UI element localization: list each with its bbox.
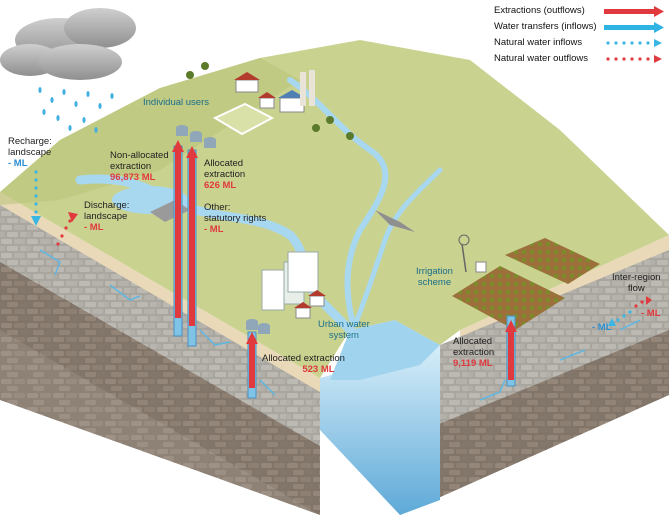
recharge-arrow: [31, 170, 41, 226]
discharge-arrow: [56, 212, 78, 246]
nonallocated-extraction-label: Non-allocated extraction 96,873 ML: [110, 150, 169, 183]
legend-transfer-symbol: [604, 22, 664, 33]
water-tanks-urban: [246, 319, 270, 334]
tributary-north: [287, 77, 389, 323]
individual-users-label: Individual users: [143, 97, 210, 108]
legend-natural-inflows-label: Natural water inflows: [494, 37, 583, 48]
extraction-arrow-626: [186, 146, 198, 326]
inter-region-flow-label: Inter-region flow: [612, 272, 661, 294]
nonallocated-extraction-value: 96,873 ML: [110, 172, 156, 183]
recharge-value: - ML: [8, 158, 28, 169]
allocated-extraction-9119-label: Allocated extraction 9,119 ML: [453, 336, 495, 369]
extraction-arrow-523: [246, 332, 258, 388]
allocated-extraction-626-value: 626 ML: [204, 180, 237, 191]
allocated-extraction-523-label: Allocated extraction 523 ML: [262, 353, 345, 375]
urban-buildings: [261, 251, 326, 319]
river-cross-section: [320, 345, 440, 515]
inter-region-outflow-value: - ML: [641, 308, 661, 319]
statutory-rights-label: Other: statutory rights - ML: [204, 202, 267, 235]
legend-natural-outflows-label: Natural water outflows: [494, 53, 588, 64]
legend-natural-outflow-symbol: [606, 55, 662, 63]
allocated-extraction-9119-value: 9,119 ML: [453, 358, 493, 369]
urban-water-system-label: Urban water system: [318, 319, 370, 341]
allocated-extraction-626-label: Allocated extraction 626 ML: [204, 158, 246, 191]
legend-transfers-label: Water transfers (inflows): [494, 21, 597, 32]
recharge-label: Recharge: landscape - ML: [8, 136, 52, 169]
extraction-arrow-9119: [505, 320, 517, 380]
trees: [186, 62, 354, 140]
extraction-arrow-nonallocated: [172, 140, 184, 318]
allocated-extraction-523-value: 523 ML: [302, 364, 335, 375]
inter-region-inflow-value: - ML: [592, 322, 612, 333]
irrigation-fields: [452, 234, 600, 330]
farmhouse-cluster: [212, 70, 315, 136]
legend-extractions-label: Extractions (outflows): [494, 5, 585, 16]
tributary-east: [352, 167, 443, 328]
interregion-outflow-arrow: [634, 296, 652, 308]
rain-cloud: [0, 8, 136, 133]
legend-natural-inflow-symbol: [606, 39, 662, 47]
left-face-bedrock: [0, 262, 320, 515]
irrigation-scheme-label: Irrigation scheme: [416, 266, 453, 288]
statutory-rights-value: - ML: [204, 224, 224, 235]
dam-right: [375, 210, 415, 232]
interregion-inflow-arrow: [608, 310, 632, 326]
right-face-bedrock: [400, 330, 669, 515]
discharge-label: Discharge: landscape - ML: [84, 200, 130, 233]
water-tanks-north: [176, 125, 216, 148]
discharge-value: - ML: [84, 222, 104, 233]
legend-extraction-symbol: [604, 6, 664, 17]
